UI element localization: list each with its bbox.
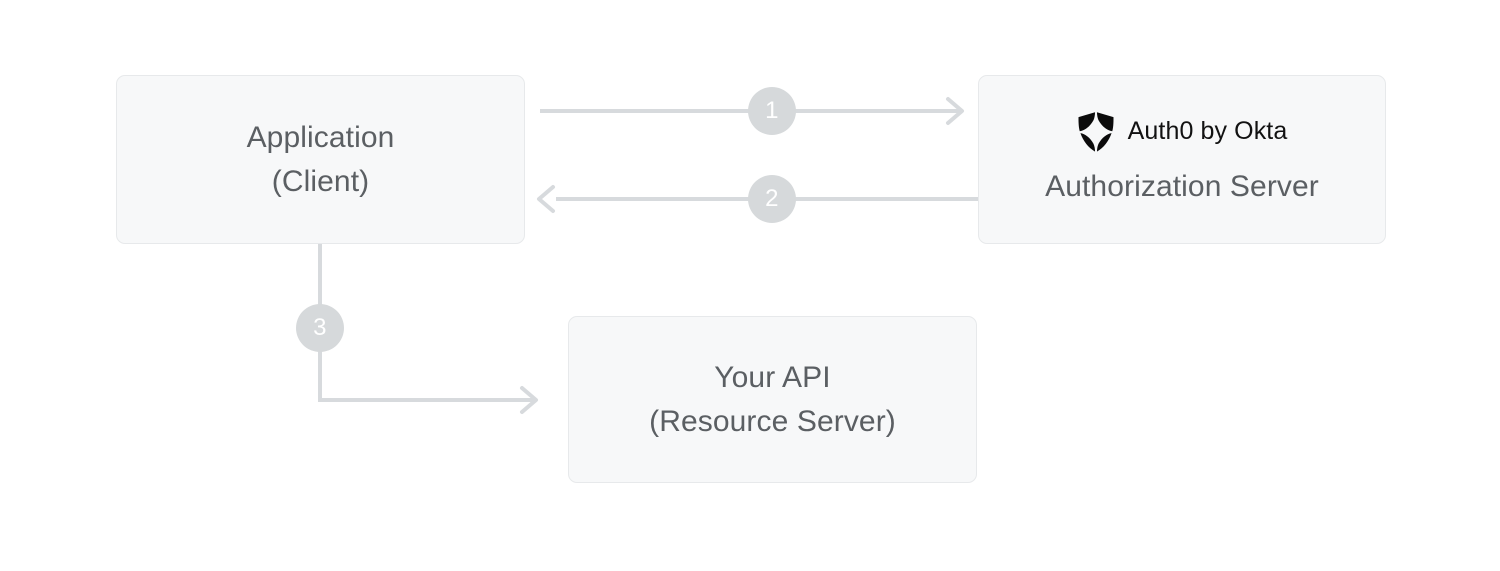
connector-3-horizontal-line	[318, 398, 536, 402]
node-your-api: Your API (Resource Server)	[568, 316, 977, 483]
node-application-title: Application	[246, 121, 395, 154]
step-badge-1: 1	[748, 87, 796, 135]
node-your-api-title: Your API	[714, 361, 831, 394]
connector-1-arrowhead-right-icon	[940, 97, 968, 125]
node-your-api-subtitle: (Resource Server)	[649, 404, 896, 438]
auth0-brand-row: Auth0 by Okta	[1077, 111, 1288, 153]
node-application-client: Application (Client)	[116, 75, 525, 244]
step-badge-2: 2	[748, 175, 796, 223]
connector-2-arrowhead-left-icon	[533, 185, 561, 213]
node-application-subtitle: (Client)	[271, 164, 370, 198]
okta-shield-icon	[1078, 111, 1114, 152]
connector-3-arrowhead-right-icon	[514, 386, 542, 414]
auth0-brand-label: Auth0 by Okta	[1127, 117, 1288, 146]
node-authorization-server: Auth0 by Okta Authorization Server	[978, 75, 1386, 244]
node-authorization-server-title: Authorization Server	[1045, 169, 1319, 203]
step-badge-3: 3	[296, 304, 344, 352]
